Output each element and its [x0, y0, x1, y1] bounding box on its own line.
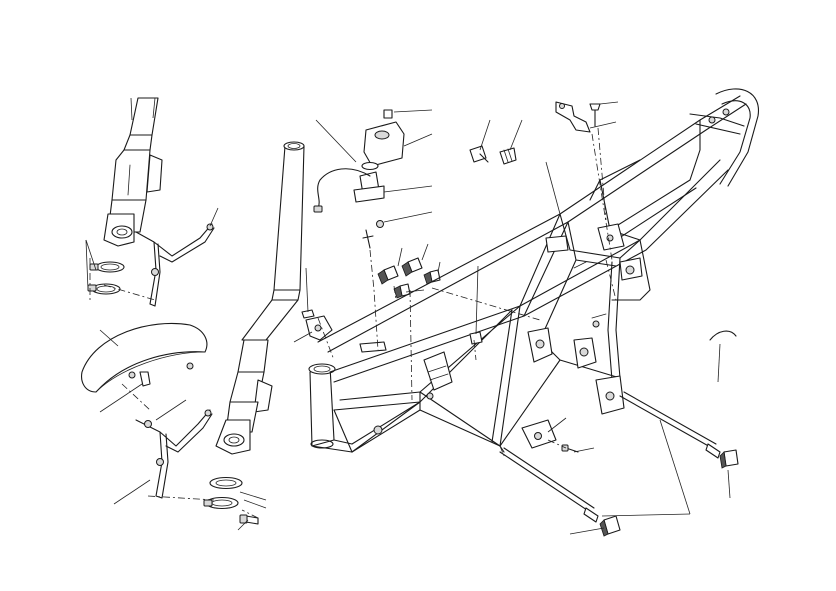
bolt-caps: [599, 449, 739, 537]
right-fork-tube: [215, 141, 305, 455]
mounting-bushes: [377, 257, 441, 299]
left-fork-upper: [103, 97, 163, 247]
right-clamps: [203, 476, 259, 525]
steering-lock: [313, 109, 405, 249]
left-fork-bracket: [135, 223, 215, 307]
assembly-lines: [89, 127, 617, 519]
engine-mount-bolts: [499, 391, 721, 523]
leader-lines: [85, 97, 731, 535]
front-mudguard: [81, 322, 208, 393]
main-frame: [308, 88, 759, 453]
cable-clip: [469, 330, 737, 449]
rear-subframe-plate: [555, 101, 591, 133]
lower-fork-bracket: [135, 409, 213, 499]
